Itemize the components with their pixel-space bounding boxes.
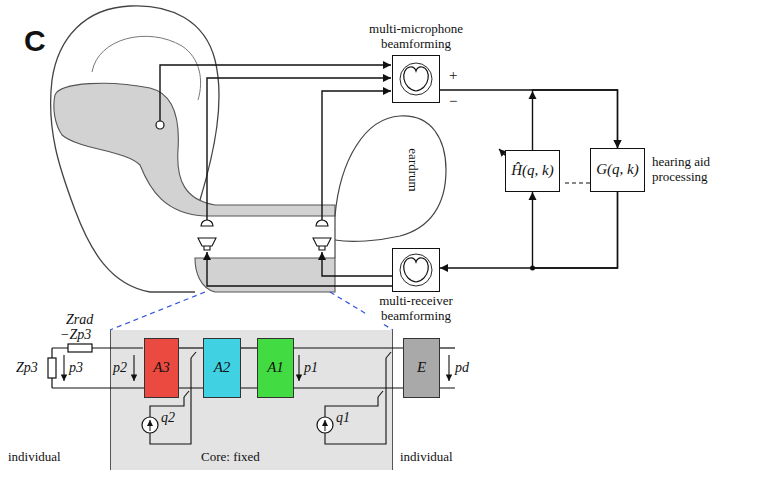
- switch-symbol: [386, 352, 391, 358]
- box-label: A1: [267, 359, 284, 376]
- concha-and-canal-wall: [54, 83, 335, 216]
- receiver-symbol: [313, 238, 331, 250]
- source-wire: [150, 358, 191, 444]
- cardioid-symbol: [404, 67, 429, 91]
- switch-symbol: [191, 352, 196, 358]
- beam-pattern-symbol: [400, 63, 432, 95]
- resistor-symbol: [68, 344, 92, 352]
- eardrum-twoport: E: [403, 338, 440, 398]
- anatomy-label: eardrum: [406, 148, 420, 191]
- resistor-symbol: [48, 358, 56, 378]
- impedance-label: Zp3: [16, 360, 38, 375]
- circuit-wire: [440, 347, 455, 348]
- acoustic-twoport: A1: [257, 338, 294, 398]
- box-label: A3: [153, 359, 170, 376]
- box-label: E: [417, 359, 426, 376]
- pressure-label: pd: [455, 360, 469, 375]
- source-arrow: [150, 420, 151, 431]
- microphone-symbol: [156, 121, 164, 129]
- box-label: G(q, k): [596, 161, 638, 178]
- box-caption: hearing aid processing: [652, 155, 732, 185]
- box-label: Ĥ(q, k): [511, 162, 553, 179]
- sign-label: −: [449, 93, 457, 110]
- source-label: q2: [161, 410, 175, 425]
- signal-arrow: [533, 90, 618, 150]
- volume-velocity-source: [142, 417, 158, 433]
- pressure-arrow: [63, 355, 64, 381]
- eardrum-outline: [335, 116, 446, 242]
- circuit-connector: [241, 347, 257, 348]
- pressure-label: p1: [304, 360, 318, 375]
- source-label: q1: [336, 410, 350, 425]
- beam-pattern-symbol: [400, 254, 432, 286]
- circuit-wire: [52, 347, 143, 348]
- adaptation-arrow: [499, 149, 507, 157]
- region-label: individual: [8, 450, 61, 464]
- microphone-wire: [322, 91, 391, 220]
- source-wire: [150, 397, 184, 417]
- pressure-label: p3: [69, 360, 83, 375]
- impedance-label: −Zp3: [60, 327, 91, 342]
- box-caption: multi-receiver beamforming: [366, 294, 466, 324]
- microphone-wire: [160, 65, 391, 121]
- box-caption: multi-microphone beamforming: [361, 22, 471, 52]
- beamformer-box: multi-receiver beamforming: [392, 248, 440, 292]
- zoom-line: [330, 292, 393, 330]
- receiver-wire: [322, 252, 392, 276]
- microphone-symbol: [316, 220, 328, 226]
- sign-label: +: [449, 67, 457, 84]
- source-arrow: [325, 420, 326, 431]
- pressure-arrow: [133, 355, 134, 381]
- lower-canal-wall: [195, 258, 335, 292]
- microphone-wire: [207, 78, 391, 220]
- adaptation-line: [562, 182, 590, 183]
- pressure-arrow: [448, 355, 449, 381]
- receiver-wire: [207, 252, 392, 286]
- source-wire: [325, 358, 386, 444]
- box-label: A2: [214, 359, 231, 376]
- receiver-symbol: [198, 238, 216, 250]
- circuit-connector: [294, 347, 403, 348]
- beam-pattern-circle: [400, 254, 432, 286]
- beamformer-box: multi-microphone beamforming: [392, 55, 440, 103]
- source-wire: [325, 397, 378, 417]
- switch-symbol: [378, 391, 383, 397]
- cardioid-symbol: [404, 258, 429, 282]
- eardrum-membrane: [334, 216, 335, 258]
- panel-letter: C: [24, 24, 46, 57]
- processing-box: G(q, k)hearing aid processing: [590, 148, 645, 192]
- impedance-label: Zrad: [66, 312, 93, 327]
- acoustic-twoport: A3: [144, 338, 179, 398]
- filter-box: Ĥ(q, k): [505, 150, 560, 192]
- beam-pattern-circle: [400, 63, 432, 95]
- region-label: individual: [400, 450, 453, 464]
- pressure-arrow: [298, 355, 299, 381]
- zoom-line: [110, 292, 205, 330]
- switch-symbol: [184, 391, 189, 397]
- acoustic-twoport: A2: [203, 338, 241, 398]
- signal-arrow: [533, 192, 618, 268]
- signal-arrow: [440, 192, 618, 268]
- box-caption: Core: fixed: [201, 450, 260, 465]
- volume-velocity-source: [317, 417, 333, 433]
- signal-arrow: [440, 90, 618, 148]
- microphone-symbol: [201, 220, 213, 226]
- circuit-connector: [179, 347, 203, 348]
- circuit-wire: [52, 387, 455, 388]
- pressure-label: p2: [113, 360, 127, 375]
- core-region: Core: fixed A3 A2 A1: [110, 330, 393, 470]
